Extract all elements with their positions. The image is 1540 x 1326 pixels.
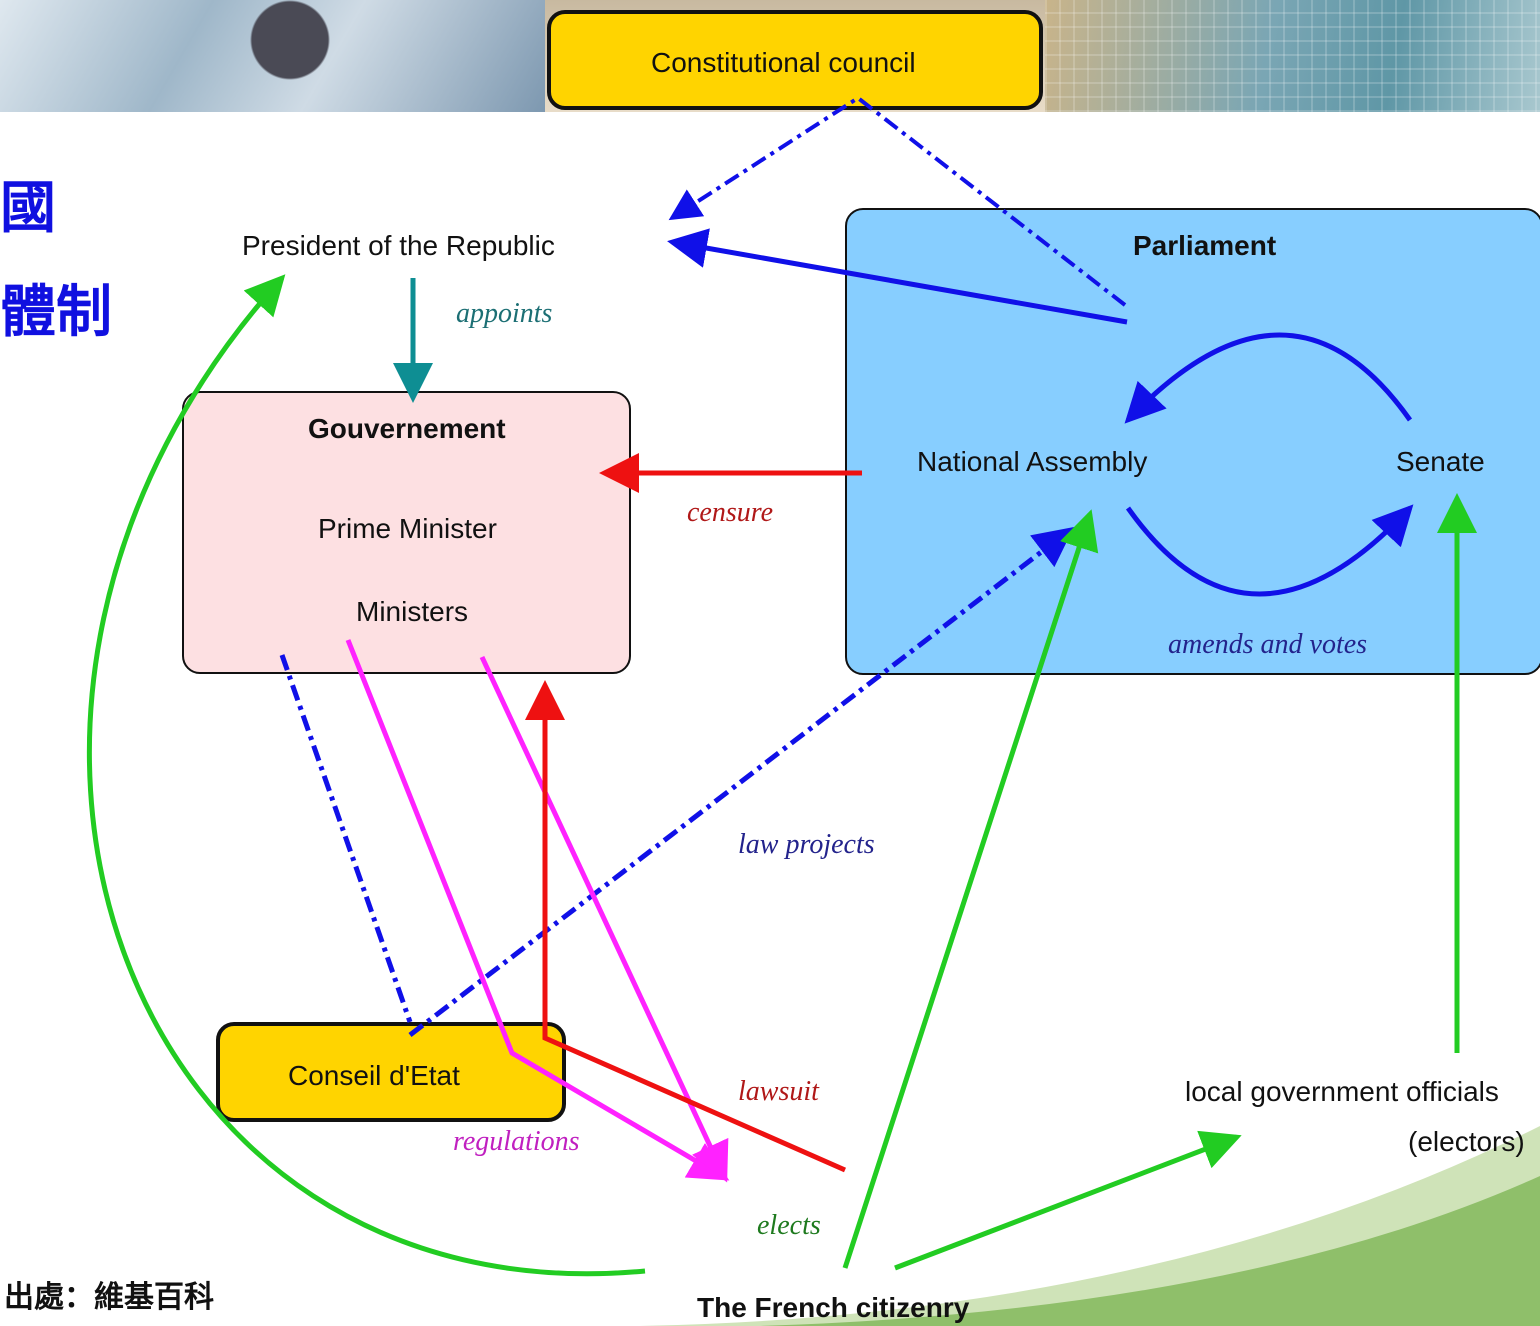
conseil-detat-label: Conseil d'Etat: [288, 1060, 460, 1091]
senate-to-assembly-arrow: [1124, 332, 1413, 424]
page-title-line2: 體制: [0, 279, 112, 345]
gouvernement-title: Gouvernement: [308, 413, 506, 444]
law-projects-arrow: [408, 526, 1074, 1037]
page-title-line1: 國: [0, 175, 56, 241]
constitutional-council-box: [547, 10, 1043, 110]
national-assembly-label: National Assembly: [917, 446, 1148, 477]
elects-president-arrow: [87, 274, 646, 1277]
header-banner-grid: [1045, 0, 1540, 112]
prime-minister-label: Prime Minister: [318, 513, 497, 544]
citizenry-label: The French citizenry: [697, 1292, 970, 1323]
parliament-box: [845, 208, 1540, 675]
regulations-edge-label: regulations: [453, 1126, 580, 1157]
censure-edge-label: censure: [687, 497, 774, 528]
elects-assembly-arrow: [842, 509, 1099, 1269]
parliament-title: Parliament: [1133, 230, 1277, 261]
assembly-to-senate-arrow: [1125, 504, 1414, 597]
corner-swoosh: [640, 1126, 1540, 1326]
law-projects-edge-label: law projects: [738, 829, 875, 860]
local-officials-label: local government officials: [1185, 1076, 1499, 1107]
lawsuit-edge-label: lawsuit: [738, 1076, 819, 1107]
senate-label: Senate: [1396, 446, 1485, 477]
lawsuit-arrow: [525, 680, 847, 1173]
amends-and-votes-edge-label: amends and votes: [1168, 629, 1368, 660]
electors-label: (electors): [1408, 1126, 1525, 1157]
ministers-to-conseil-line: [279, 654, 413, 1023]
elects-edge-label: elects: [757, 1210, 821, 1241]
appoints-edge-label: appoints: [456, 298, 553, 329]
header-banner-globe: [0, 0, 545, 112]
regulations-arrow-a: [345, 639, 730, 1181]
source-credit: 出處：維基百科: [4, 1280, 214, 1315]
council-review-arrow: [668, 95, 1127, 307]
regulations-arrow-b: [479, 655, 729, 1183]
ministers-label: Ministers: [356, 596, 469, 627]
president-label: President of the Republic: [242, 230, 555, 261]
constitutional-council-label: Constitutional council: [651, 47, 916, 78]
parliament-to-president-arrow: [667, 228, 1128, 325]
elects-local-officials-arrow: [894, 1130, 1242, 1271]
